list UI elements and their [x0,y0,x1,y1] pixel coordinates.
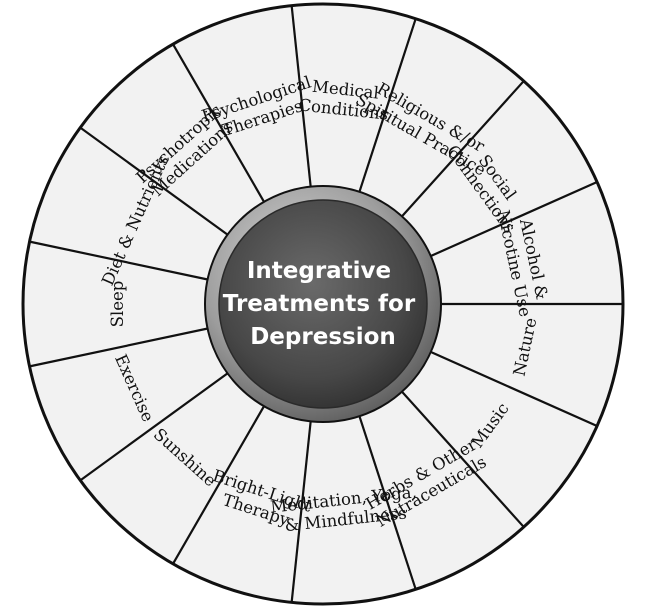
segment-divider [29,240,222,284]
segment-divider [354,402,417,590]
segment-divider [172,43,272,215]
segment-divider [79,364,240,482]
center-title-line-2: Treatments for [223,291,416,317]
segment-divider [29,324,222,368]
hub-center [218,199,428,409]
segment-divider [172,393,272,565]
center-title-line-1: Integrative [247,258,391,284]
segment-divider [391,380,525,528]
segment-divider [354,18,417,206]
segment-divider [417,345,598,428]
segment-divider [391,80,525,228]
segment-divider [290,5,314,201]
segment-label-line: Sleep [108,281,127,328]
segment-divider [290,407,314,603]
center-title: Integrative Treatments for Depression [223,258,423,350]
segment-dividers [29,5,623,603]
segment-divider [79,126,240,244]
segment-label: Sleep [108,281,127,328]
segment-divider [417,180,598,263]
center-title-line-3: Depression [250,324,396,350]
